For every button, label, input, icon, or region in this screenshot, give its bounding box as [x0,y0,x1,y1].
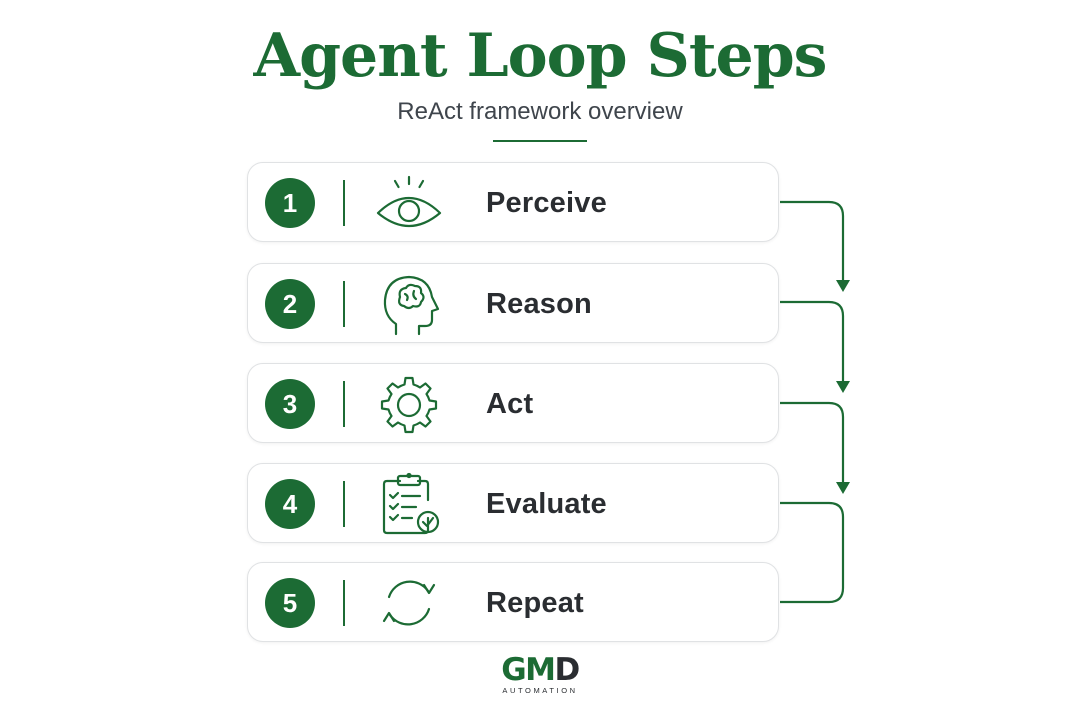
step-label: Act [486,388,534,420]
gear-icon [374,372,444,436]
page-title: Agent Loop Steps [253,21,828,91]
step-card-perceive: 1 Perceive [247,162,779,242]
brand-logo: GMD AUTOMATION [490,654,590,695]
step-label: Repeat [486,587,584,619]
eye-icon [374,171,444,235]
logo-tagline: AUTOMATION [502,686,578,695]
step-number-badge: 5 [265,578,315,628]
step-card-repeat: 5 Repeat [247,562,779,642]
arrowhead-down-icon [836,381,850,393]
clipboard-check-icon [374,472,444,536]
refresh-cycle-icon [374,571,444,635]
step-divider [343,180,345,226]
logo-mark: GMD [490,654,590,686]
step-number-badge: 1 [265,178,315,228]
connector-loop-5-4 [780,501,845,604]
step-divider [343,381,345,427]
step-divider [343,481,345,527]
arrowhead-down-icon [836,280,850,292]
step-divider [343,580,345,626]
connector-arrow-1-2 [780,200,845,282]
logo-letter-g: G [501,652,526,688]
step-number-badge: 4 [265,479,315,529]
connector-arrow-2-3 [780,300,845,383]
arrowhead-down-icon [836,482,850,494]
logo-letter-d: D [554,652,581,688]
logo-letter-m: M [525,652,556,688]
step-number-badge: 3 [265,379,315,429]
page-subtitle: ReAct framework overview [397,98,683,125]
connector-arrow-3-4 [780,401,845,484]
title-underline [493,140,587,142]
step-card-evaluate: 4 Evaluate [247,463,779,543]
step-label: Reason [486,288,592,320]
step-divider [343,281,345,327]
step-label: Perceive [486,187,607,219]
step-card-reason: 2 Reason [247,263,779,343]
step-label: Evaluate [486,488,607,520]
step-card-act: 3 Act [247,363,779,443]
step-number-badge: 2 [265,279,315,329]
brain-head-icon [374,272,444,336]
